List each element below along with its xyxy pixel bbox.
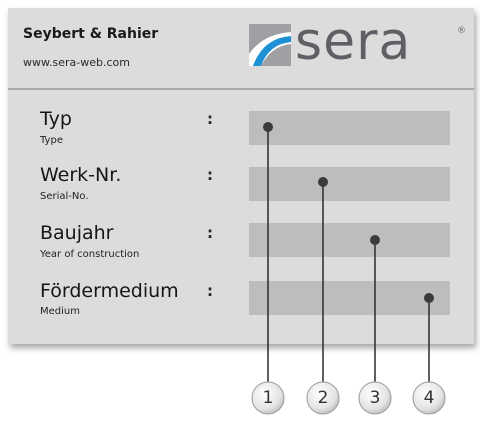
sublabel-serial-no: Serial-No. bbox=[40, 191, 89, 202]
sera-logo-icon bbox=[249, 24, 291, 66]
company-name: Seybert & Rahier bbox=[23, 26, 159, 42]
leader-line-2 bbox=[318, 177, 328, 382]
registered-mark: ® bbox=[457, 26, 466, 36]
logo-wordmark: sera bbox=[295, 12, 412, 72]
label-foerdermedium: Fördermedium bbox=[40, 280, 179, 302]
leader-line-1 bbox=[263, 122, 273, 382]
callout-number-3: 3 bbox=[369, 388, 381, 408]
callout-number-4: 4 bbox=[423, 388, 435, 408]
sublabel-type: Type bbox=[40, 135, 63, 146]
label-typ: Typ bbox=[40, 108, 72, 130]
callout-bubble-1 bbox=[251, 381, 285, 415]
separator-colon: : bbox=[207, 166, 213, 184]
callout-bubble-3 bbox=[358, 381, 392, 415]
callout-bubble-4 bbox=[412, 381, 446, 415]
sublabel-year-of-construction: Year of construction bbox=[40, 249, 140, 260]
callout-dot-2 bbox=[318, 177, 328, 187]
separator-colon: : bbox=[207, 110, 213, 128]
callout-dot-1 bbox=[263, 122, 273, 132]
callout-dot-4 bbox=[424, 293, 434, 303]
label-baujahr: Baujahr bbox=[40, 222, 114, 244]
header-divider bbox=[8, 88, 474, 90]
website-url: www.sera-web.com bbox=[23, 56, 130, 69]
field-serial-no bbox=[249, 167, 450, 201]
field-medium bbox=[249, 281, 450, 315]
callout-number-1: 1 bbox=[262, 388, 274, 408]
field-year-of-construction bbox=[249, 223, 450, 257]
label-werk-nr: Werk-Nr. bbox=[40, 164, 122, 186]
callout-dot-3 bbox=[370, 235, 380, 245]
callout-number-2: 2 bbox=[317, 388, 329, 408]
field-type bbox=[249, 111, 450, 145]
leader-line-4 bbox=[424, 293, 434, 382]
separator-colon: : bbox=[207, 282, 213, 300]
callout-bubble-2 bbox=[306, 381, 340, 415]
separator-colon: : bbox=[207, 224, 213, 242]
leader-line-3 bbox=[370, 235, 380, 382]
sublabel-medium: Medium bbox=[40, 306, 80, 317]
